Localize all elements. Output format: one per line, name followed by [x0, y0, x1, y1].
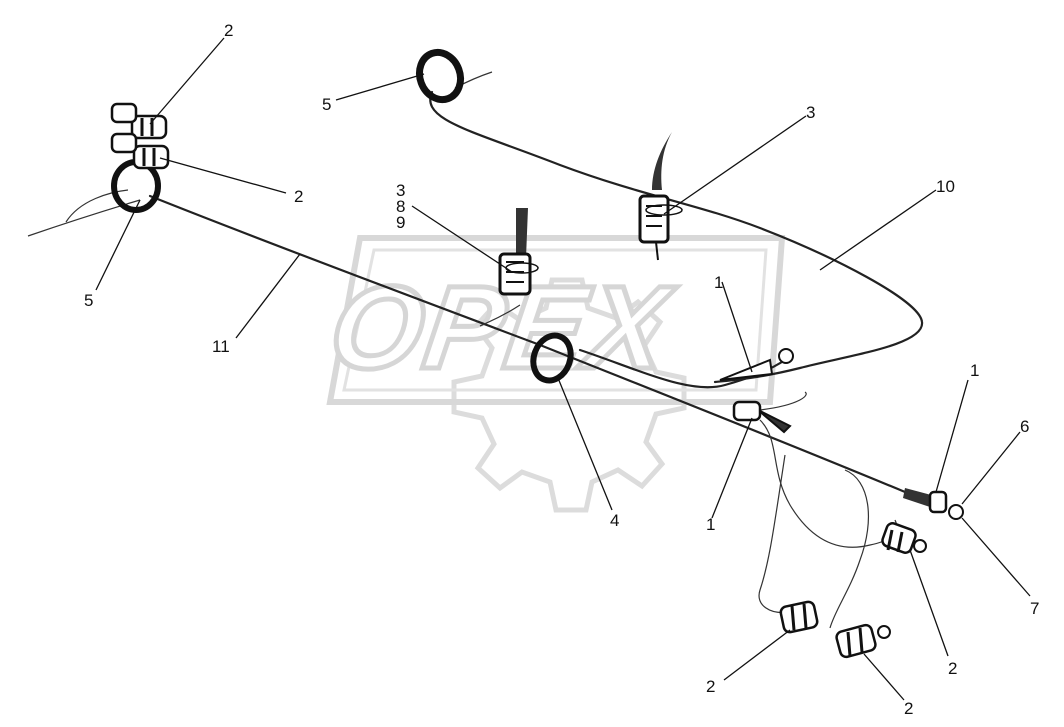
grommet-ring-top	[415, 48, 465, 104]
callout-4: 4	[610, 511, 619, 530]
connector-top-left-b	[110, 132, 170, 170]
connector-2-bottom	[835, 623, 891, 659]
grommet-ring-mid	[530, 332, 574, 384]
callout-5-left: 5	[84, 291, 93, 310]
connector-1-mid	[719, 348, 794, 381]
connector-2-bottom-left	[779, 600, 819, 634]
wire-loop-lower-d	[759, 391, 807, 411]
wire-lead-left	[27, 199, 141, 237]
callout-1-right: 1	[970, 361, 979, 380]
callout-9: 9	[396, 213, 405, 232]
wire-loop-lower-c	[829, 469, 870, 629]
connector-top-left-a	[110, 102, 168, 140]
callout-1-lower: 1	[706, 515, 715, 534]
callout-10: 10	[936, 177, 955, 196]
leader-lines	[95, 37, 1031, 701]
callout-2-bottom: 2	[904, 699, 913, 718]
callout-3-right: 3	[806, 103, 815, 122]
watermark-gear	[451, 277, 687, 513]
wire-harness-10	[429, 90, 924, 384]
callout-2-top-left-b: 2	[294, 187, 303, 206]
sensor-3-upper	[638, 132, 683, 261]
callout-8: 8	[396, 197, 405, 216]
callout-1-mid: 1	[714, 273, 723, 292]
connector-1-lower	[732, 400, 792, 434]
callout-5-top: 5	[322, 95, 331, 114]
wire-loop-lower-b	[758, 454, 791, 614]
connector-1-right	[903, 488, 964, 520]
wire-sensor-lead	[479, 304, 521, 327]
callout-2-lower-right: 2	[948, 659, 957, 678]
callout-6: 6	[1020, 417, 1029, 436]
watermark-frame-inner	[342, 248, 768, 392]
callout-2-top-left-a: 2	[224, 21, 233, 40]
sensor-3-8-9	[498, 208, 539, 296]
wire-loop-left	[65, 189, 129, 223]
callout-2-bottom-left: 2	[706, 677, 715, 696]
callout-7: 7	[1030, 599, 1039, 618]
cap-6	[948, 504, 964, 520]
callout-11: 11	[212, 337, 230, 356]
callout-3-mid: 3	[396, 181, 405, 200]
connector-2-lower-right	[881, 522, 927, 554]
